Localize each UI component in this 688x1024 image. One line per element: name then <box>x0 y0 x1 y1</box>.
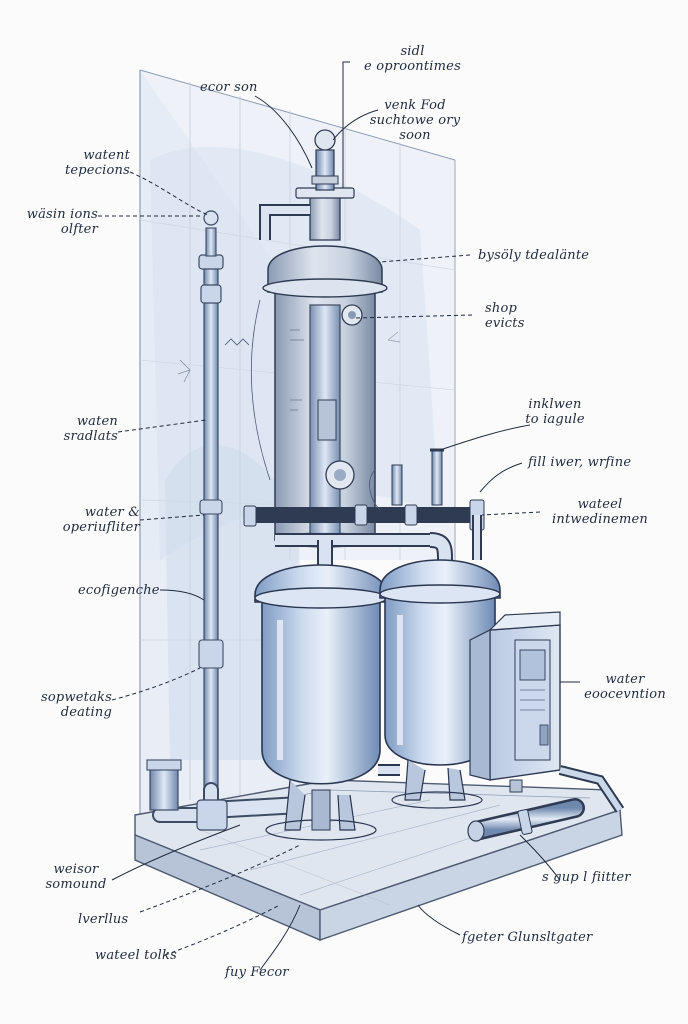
label-water-eoocevntion: water eoocevntion <box>584 672 666 702</box>
label-sidl: sidl e oproontimes <box>364 44 461 74</box>
control-cabinet <box>469 611 561 793</box>
label-weisor-somound: weisor somound <box>45 862 107 892</box>
label-water-operi: water & operiufliter <box>62 505 140 535</box>
sketch-accents <box>177 299 401 511</box>
leader-lines <box>98 61 580 971</box>
label-fill-iwer: fill iwer, wrfine <box>528 455 632 470</box>
label-venk-fod: venk Fod suchtowe ory soon <box>369 98 461 143</box>
label-sopwetaks: sopwetaks deating <box>41 690 112 720</box>
left-vertical-pipe <box>146 210 301 831</box>
label-sgup-fiitter: s gup l fiitter <box>542 870 631 885</box>
wall-background <box>139 69 456 820</box>
label-wateel-intwed: wateel intwedinemen <box>552 497 648 527</box>
base-platform <box>134 779 623 942</box>
label-bysoly: bysöly tdealänte <box>478 248 590 263</box>
label-inklwen: inklwen to iagule <box>525 397 585 427</box>
label-watent-tepecions: watent tepecions <box>64 148 130 178</box>
label-fuy-fecor: fuy Fecor <box>225 965 289 980</box>
label-waten-sradlats: waten sradlats <box>63 414 118 444</box>
pipe-manifold <box>243 448 485 570</box>
label-fgeter: fgeter Glunsltgater <box>462 930 593 945</box>
right-tank <box>378 559 501 809</box>
label-shop-evicts: shop evicts <box>485 301 525 331</box>
label-lverllus: lverllus <box>78 912 129 927</box>
label-wateel-tolks: wateel tolks <box>95 948 177 963</box>
filter-column <box>259 129 388 548</box>
label-ecor-son: ecor son <box>200 80 258 95</box>
label-wasin-ions: wäsin ions olfter <box>26 207 98 237</box>
label-ecofigenche: ecofigenche <box>78 583 160 598</box>
left-tank <box>254 564 388 841</box>
outlet-pipe <box>467 765 625 842</box>
